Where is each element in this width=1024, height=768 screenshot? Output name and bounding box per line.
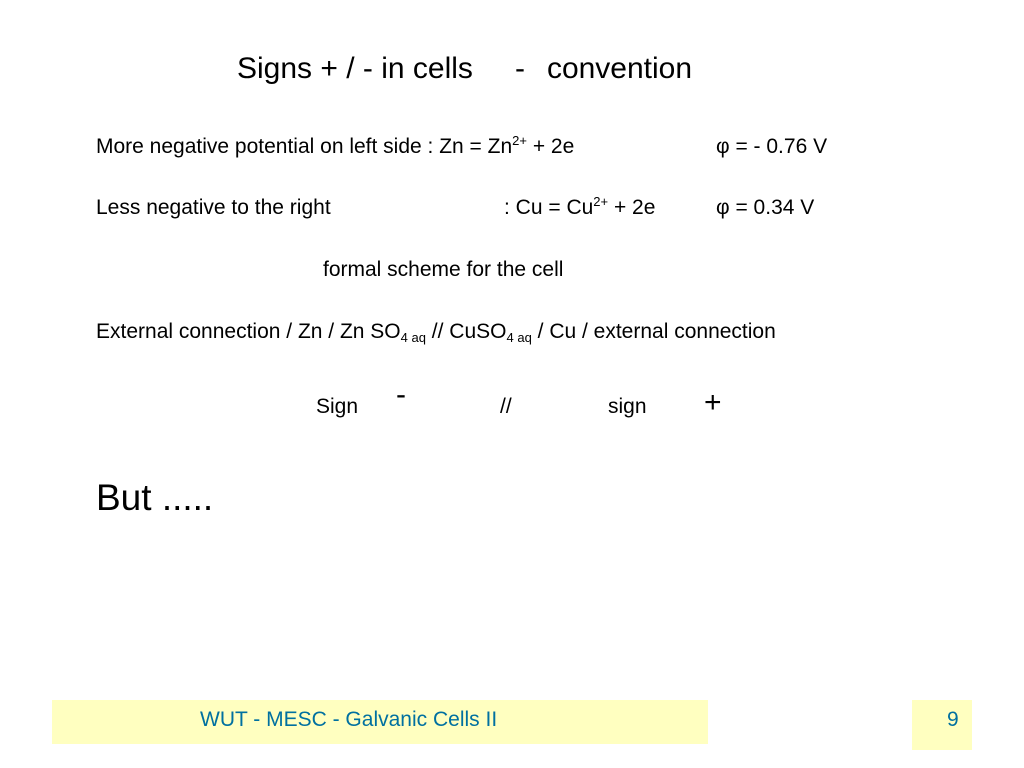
cell-scheme-sub1: 4 aq xyxy=(400,330,426,345)
zn-potential: φ = - 0.76 V xyxy=(716,135,828,158)
plus-sign: + xyxy=(704,386,722,419)
page-number-box xyxy=(912,700,972,750)
zn-charge: 2+ xyxy=(512,133,527,148)
scheme-label: formal scheme for the cell xyxy=(323,258,564,281)
page-number: 9 xyxy=(947,708,959,731)
cell-scheme-sub2: 4 aq xyxy=(506,330,532,345)
cu-charge: 2+ xyxy=(593,194,609,209)
cu-reaction-eq: : Cu = Cu xyxy=(504,196,594,219)
zn-half-reaction: More negative potential on left side : Z… xyxy=(96,133,575,159)
title-part1: Signs + / - in cells xyxy=(237,52,473,85)
cell-scheme: External connection / Zn / Zn SO4 aq // … xyxy=(96,320,776,344)
title-part2: convention xyxy=(546,52,693,85)
zn-reaction-label: More negative potential on left side : Z… xyxy=(96,135,513,158)
cu-reaction-label: Less negative to the right xyxy=(96,196,331,219)
cu-electrons: + 2e xyxy=(608,196,656,219)
cell-separator: // xyxy=(500,395,512,418)
but-text: But ..... xyxy=(96,477,214,518)
cell-scheme-part1: External connection / Zn / Zn SO xyxy=(96,320,401,343)
cell-scheme-part3: / Cu / external connection xyxy=(531,320,776,343)
minus-sign: - xyxy=(396,378,406,411)
footer-bar xyxy=(52,700,708,744)
title-dash: - xyxy=(514,52,525,85)
cu-half-reaction: : Cu = Cu2+ + 2e xyxy=(504,194,656,220)
zn-electrons: + 2e xyxy=(526,135,575,158)
cell-scheme-part2: // CuSO xyxy=(425,320,507,343)
sign-right-label: sign xyxy=(608,395,647,418)
slide-title: Signs + / - in cells -convention xyxy=(237,52,692,86)
footer-text: WUT - MESC - Galvanic Cells II xyxy=(200,708,498,731)
sign-left-label: Sign xyxy=(316,395,359,418)
cu-potential: φ = 0.34 V xyxy=(716,196,815,219)
